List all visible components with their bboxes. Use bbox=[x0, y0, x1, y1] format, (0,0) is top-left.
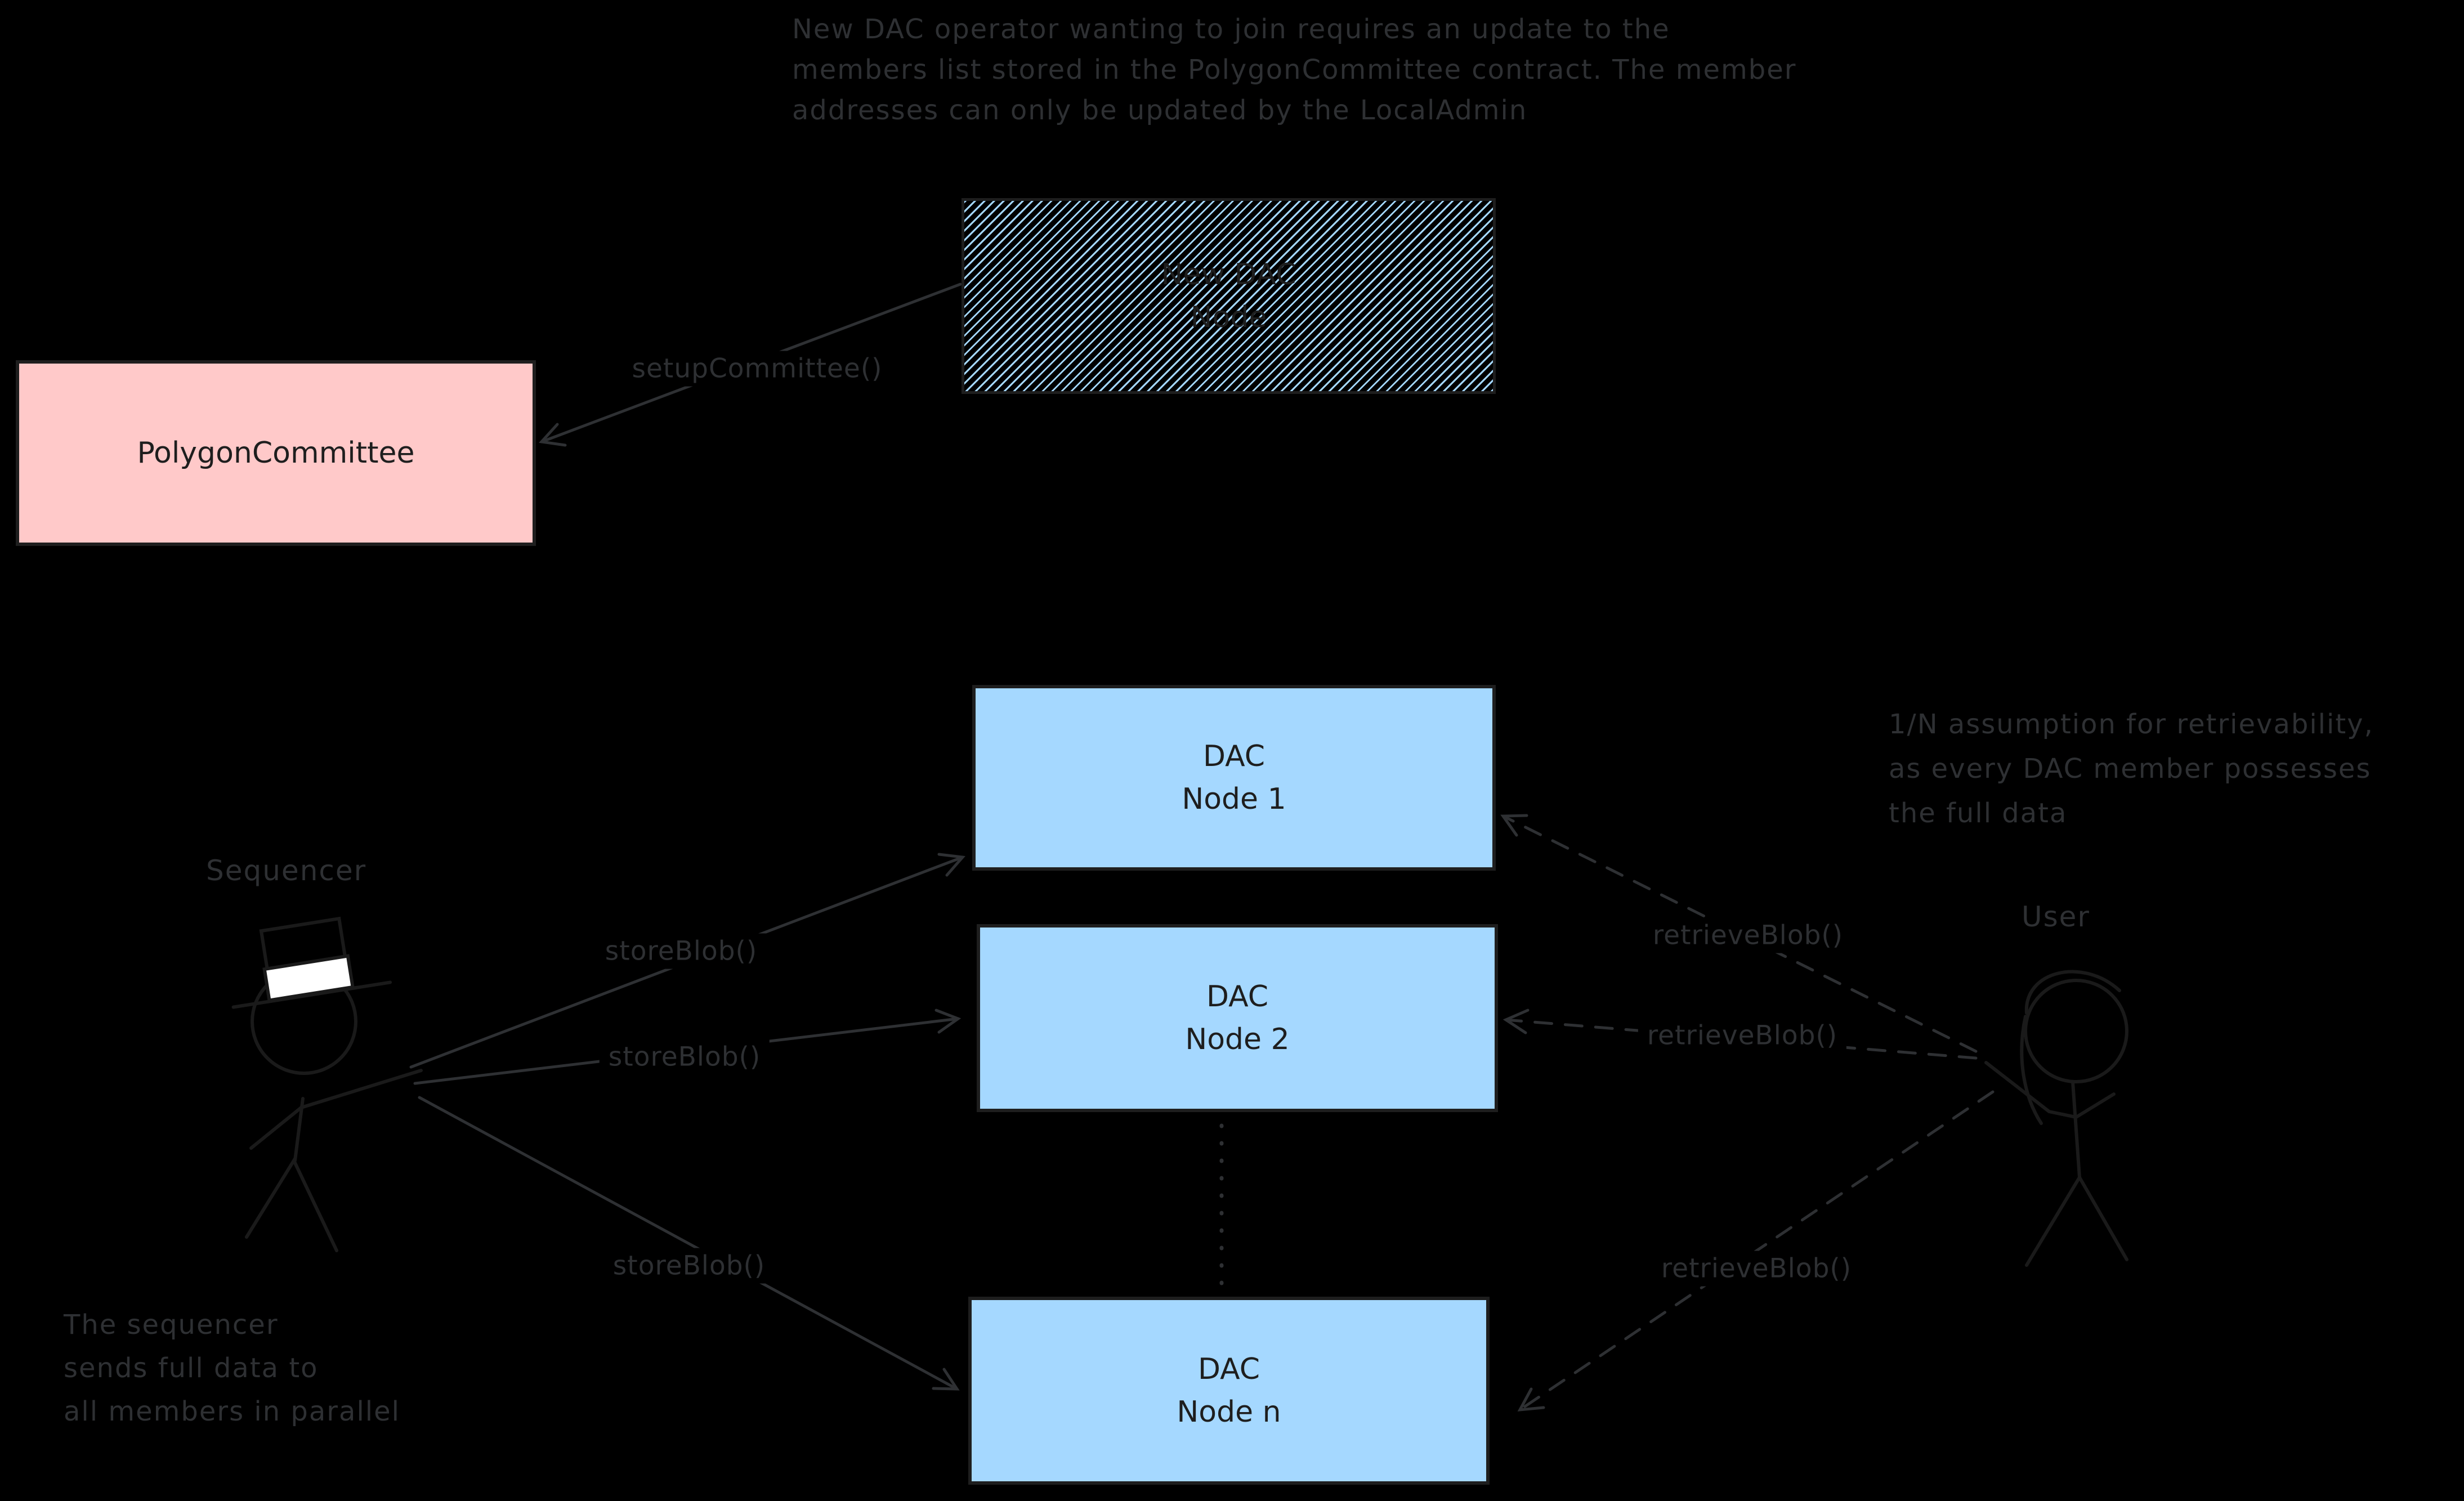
user-figure bbox=[1984, 970, 2128, 1267]
sequencer-label: Sequencer bbox=[206, 854, 367, 887]
note-new-dac-operator: New DAC operator wanting to join require… bbox=[792, 14, 1797, 126]
edge-label-retrieve-blob-1: retrieveBlob() bbox=[1643, 917, 1853, 953]
note-sequencer-parallel: The sequencer sends full data to all mem… bbox=[64, 1309, 400, 1427]
box-dac-node-1: DAC Node 1 bbox=[972, 685, 1496, 871]
arrow-retrieve-blob-2 bbox=[1502, 1009, 1978, 1060]
box-new-dac-node-label: New DAC Node bbox=[1161, 258, 1296, 334]
edge-label-store-blob-2: storeBlob() bbox=[599, 1039, 770, 1075]
user-arms bbox=[1984, 1061, 2116, 1119]
box-dac-node-2: DAC Node 2 bbox=[977, 924, 1498, 1112]
arrow-store-blob-3 bbox=[418, 1096, 960, 1391]
sequencer-legs bbox=[245, 1157, 338, 1252]
edge-label-retrieve-blob-2: retrieveBlob() bbox=[1638, 1018, 1847, 1054]
edge-label-store-blob-3: storeBlob() bbox=[603, 1248, 775, 1284]
box-new-dac-node: New DAC Node bbox=[962, 198, 1496, 394]
box-dac-node-1-label: DAC Node 1 bbox=[1182, 740, 1286, 816]
edge-label-setup-committee: setupCommittee() bbox=[623, 351, 892, 387]
box-dac-node-2-label: DAC Node 2 bbox=[1185, 980, 1290, 1056]
edge-label-store-blob-1: storeBlob() bbox=[596, 933, 767, 969]
user-body bbox=[2071, 1080, 2081, 1179]
dashed-arrows bbox=[1500, 814, 1995, 1412]
box-polygon-committee: PolygonCommittee bbox=[16, 360, 536, 546]
user-hair bbox=[2020, 970, 2121, 1125]
user-head bbox=[2024, 979, 2128, 1083]
user-legs bbox=[2025, 1174, 2128, 1267]
box-dac-node-n: DAC Node n bbox=[968, 1297, 1490, 1485]
sequencer-arms bbox=[249, 1069, 423, 1150]
sequencer-hat-brim bbox=[231, 980, 392, 1009]
box-polygon-committee-label: PolygonCommittee bbox=[137, 436, 415, 470]
box-dac-node-n-label: DAC Node n bbox=[1177, 1352, 1281, 1429]
edge-label-retrieve-blob-3: retrieveBlob() bbox=[1652, 1251, 1861, 1287]
user-label: User bbox=[2022, 900, 2090, 933]
sequencer-figure bbox=[231, 916, 423, 1252]
note-1n-assumption: 1/N assumption for retrievability, as ev… bbox=[1889, 709, 2374, 829]
arrow-retrieve-blob-1 bbox=[1500, 814, 1978, 1053]
